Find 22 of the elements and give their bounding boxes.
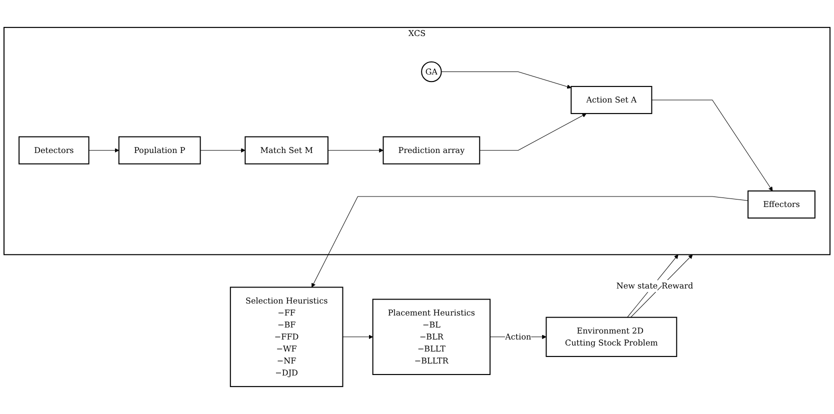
node-box: Placement Heuristics −BL −BLR −BLLT −BLLTR xyxy=(372,298,491,376)
node-box: Detectors xyxy=(18,136,90,164)
arrow xyxy=(88,148,120,153)
node-box: Prediction array xyxy=(382,136,480,164)
node-box: Action Set A xyxy=(570,86,652,114)
arrow xyxy=(328,148,384,153)
arrow xyxy=(441,72,572,89)
edge-label: New state xyxy=(616,280,658,291)
arrow xyxy=(651,100,773,192)
node-box: Population P xyxy=(118,136,201,164)
node-box: Selection Heuristics −FF −BF −FFD −WF −NF −DJD xyxy=(230,286,344,388)
node-box: Match Set M xyxy=(244,136,328,164)
node-box: Effectors xyxy=(748,190,816,219)
arrow xyxy=(312,196,748,288)
node-circle: GA xyxy=(421,61,442,82)
arrow xyxy=(630,254,693,318)
arrow xyxy=(342,334,374,340)
arrow xyxy=(479,113,587,151)
edge-label: Reward xyxy=(662,280,694,291)
arrow xyxy=(200,148,246,153)
edge-label: Action xyxy=(505,332,532,342)
node-box: Environment 2D Cutting Stock Problem xyxy=(546,316,678,357)
